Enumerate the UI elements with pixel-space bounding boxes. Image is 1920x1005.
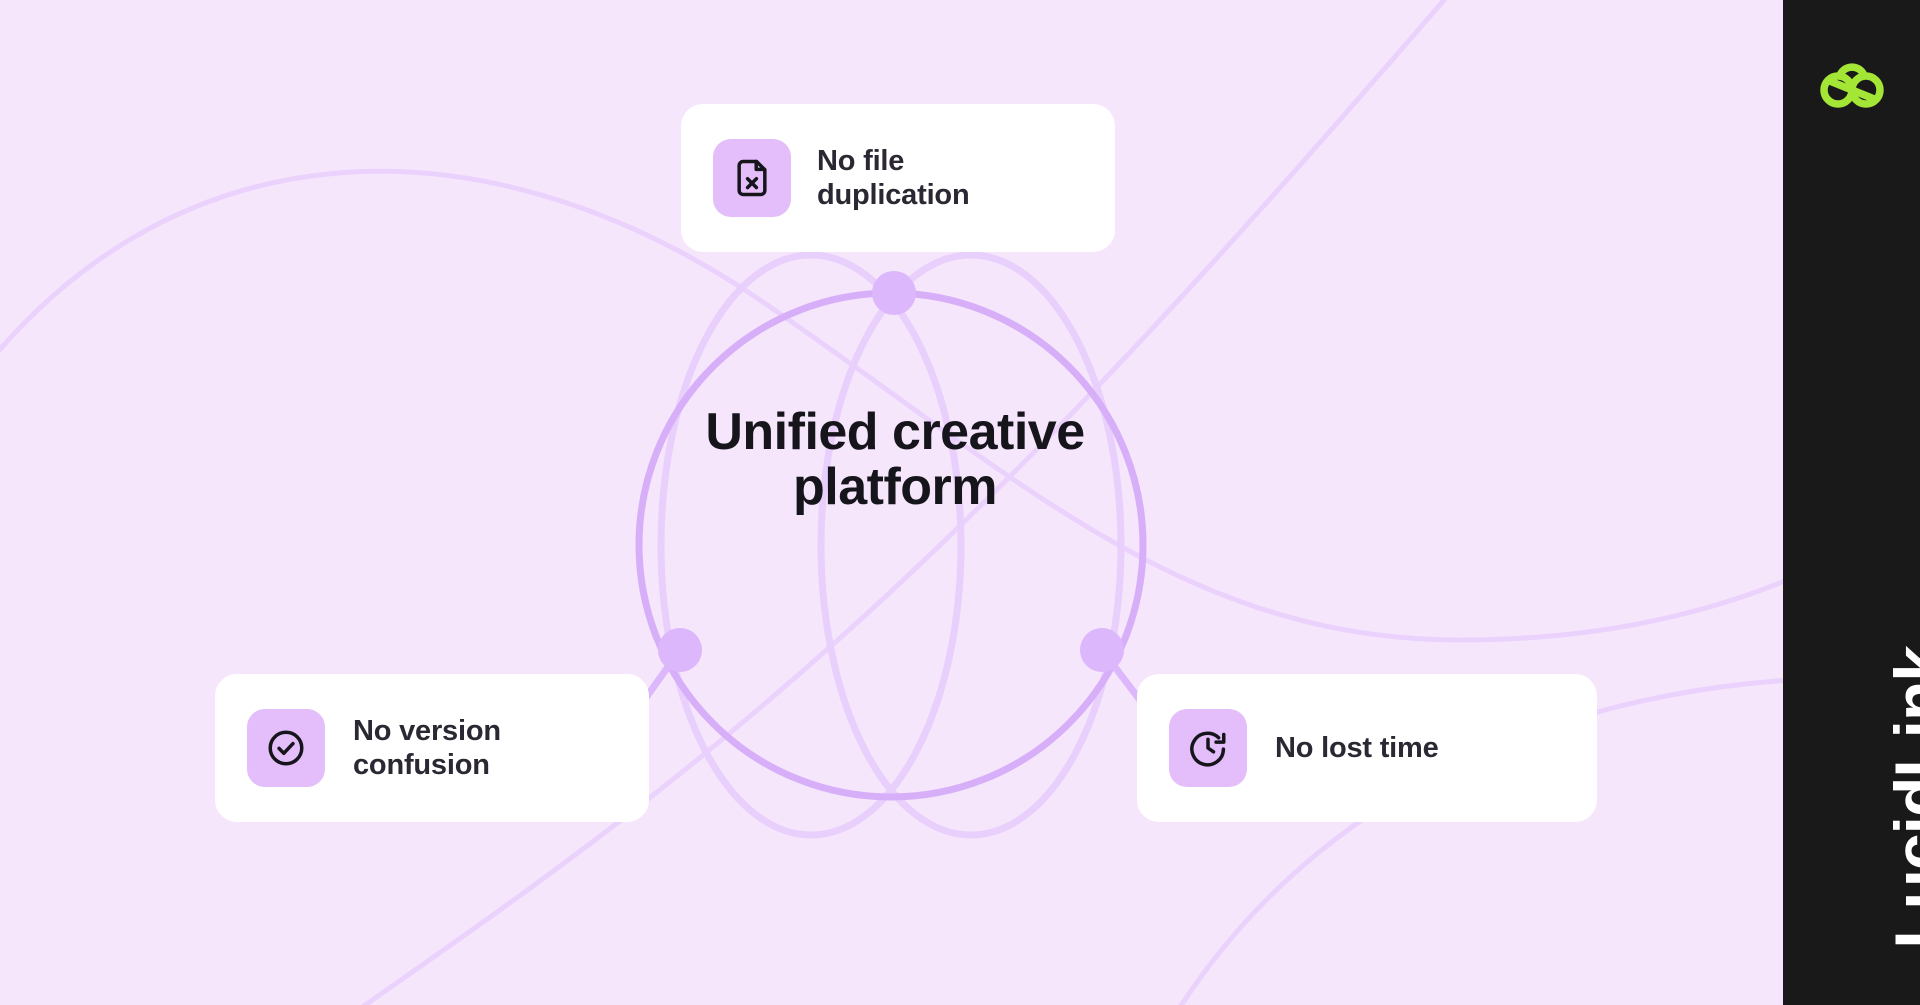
node-right (1080, 628, 1124, 672)
node-left (658, 628, 702, 672)
card-label-no-lost-time: No lost time (1275, 731, 1439, 764)
lucidlink-wordmark: LucidLink (1880, 646, 1920, 949)
card-no-lost-time[interactable]: No lost time (1137, 674, 1597, 822)
clock-rotate-icon (1169, 709, 1247, 787)
card-label-no-version-confusion: No version confusion (353, 714, 501, 781)
file-x-icon (713, 139, 791, 217)
node-top (872, 271, 916, 315)
card-no-file-duplication[interactable]: No file duplication (681, 104, 1115, 252)
diagram-center-title: Unified creative platform (705, 403, 1085, 517)
card-label-no-file-duplication: No file duplication (817, 144, 970, 211)
lucidlink-logo-icon (1819, 63, 1884, 108)
brand-rail: LucidLink (1783, 0, 1920, 1005)
check-circle-icon (247, 709, 325, 787)
card-no-version-confusion[interactable]: No version confusion (215, 674, 649, 822)
